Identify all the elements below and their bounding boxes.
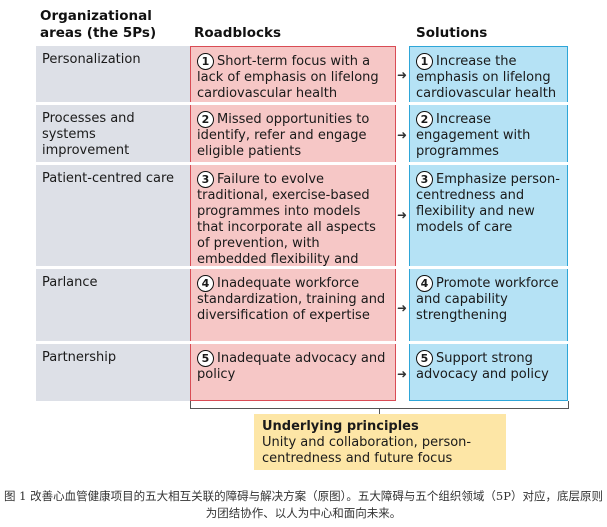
number-badge: 3 bbox=[197, 171, 214, 188]
number-badge: 2 bbox=[416, 111, 433, 128]
roadblock-text: Failure to evolve traditional, exercise-… bbox=[197, 172, 376, 283]
arrow-right-icon: ➜ bbox=[397, 208, 408, 222]
roadblock-text: Short-term focus with a lack of emphasis… bbox=[197, 54, 379, 101]
bracket-stem bbox=[379, 408, 380, 414]
arrow-right-icon: ➜ bbox=[397, 128, 408, 142]
areas-header: Organizational areas (the 5Ps) bbox=[40, 8, 157, 41]
roadblocks-header: Roadblocks bbox=[194, 25, 282, 41]
arrow-right-icon: ➜ bbox=[397, 367, 408, 381]
solution-text: Promote workforce and capability strengt… bbox=[416, 276, 559, 323]
area-parlance: Parlance bbox=[36, 269, 190, 341]
area-partnership: Partnership bbox=[36, 344, 190, 401]
number-badge: 3 bbox=[416, 171, 433, 188]
number-badge: 5 bbox=[416, 350, 433, 367]
bracket-left-tick bbox=[190, 401, 191, 409]
solution-text: Support strong advocacy and policy bbox=[416, 351, 549, 382]
number-badge: 4 bbox=[416, 275, 433, 292]
solution-text: Increase engagement with programmes bbox=[416, 112, 531, 159]
number-badge: 1 bbox=[197, 53, 214, 70]
underlying-principles-box: Underlying principles Unity and collabor… bbox=[254, 414, 506, 470]
area-processes: Processes and systems improvement bbox=[36, 105, 190, 162]
number-badge: 5 bbox=[197, 350, 214, 367]
number-badge: 1 bbox=[416, 53, 433, 70]
solution-text: Increase the emphasis on lifelong cardio… bbox=[416, 54, 557, 101]
area-personalization: Personalization bbox=[36, 46, 190, 102]
roadblock-text: Inadequate advocacy and policy bbox=[197, 351, 386, 382]
figure-caption: 图 1 改善心血管健康项目的五大相互关联的障碍与解决方案（原图）。五大障碍与五个… bbox=[4, 489, 603, 520]
principles-text: Unity and collaboration, person-centredn… bbox=[262, 435, 472, 466]
area-patient-centred-care: Patient-centred care bbox=[36, 165, 190, 266]
bracket-right-tick bbox=[568, 401, 569, 409]
number-badge: 4 bbox=[197, 275, 214, 292]
solutions-header: Solutions bbox=[416, 25, 488, 41]
solution-text: Emphasize person-centredness and flexibi… bbox=[416, 172, 560, 235]
roadblock-text: Inadequate workforce standardization, tr… bbox=[197, 276, 386, 323]
roadblock-text: Missed opportunities to identify, refer … bbox=[197, 112, 370, 159]
principles-title: Underlying principles bbox=[262, 419, 419, 434]
arrow-right-icon: ➜ bbox=[397, 301, 408, 315]
number-badge: 2 bbox=[197, 111, 214, 128]
arrow-right-icon: ➜ bbox=[397, 68, 408, 82]
